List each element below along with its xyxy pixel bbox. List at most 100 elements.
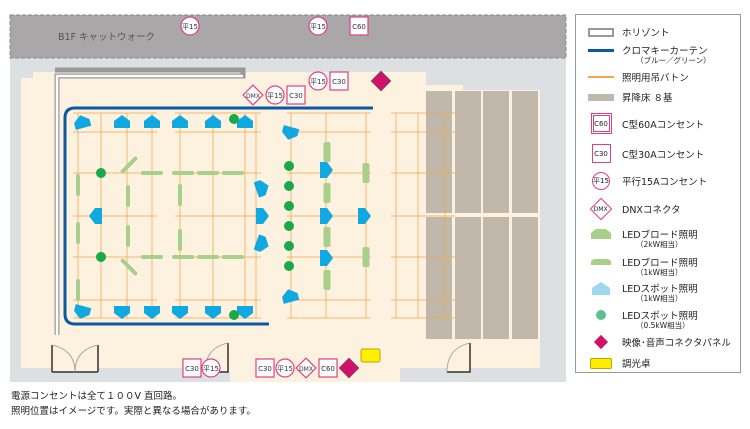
led-broad (76, 222, 80, 244)
led-spot-1kw (282, 125, 300, 140)
spot-05kw-icon (596, 310, 606, 320)
socket-label: DMX (299, 366, 313, 373)
socket-c30[interactable]: C30 (286, 85, 306, 105)
lift-floor (455, 217, 481, 339)
socket-shape (318, 358, 338, 378)
led-spot-05kw (284, 221, 294, 231)
socket-label: C30 (332, 78, 346, 86)
led-spot-05kw (284, 181, 294, 191)
socket-h15[interactable]: 平15 (201, 358, 221, 378)
legend-panel: 映像･音声コネクタパネル (588, 334, 731, 350)
socket-c30[interactable]: C30 (182, 358, 202, 378)
c60-icon: C60 (590, 113, 612, 134)
c30-icon: C30 (591, 144, 611, 163)
legend-spot05: LEDスポット照明（0.5kW相当） (588, 308, 698, 330)
led-broad (323, 227, 331, 247)
socket-c30[interactable]: C30 (255, 358, 275, 378)
led-spot-05kw (284, 261, 294, 271)
chroma-key-curtain (63, 106, 373, 326)
legend-broad1: LEDブロード照明（1kW相当） (588, 255, 698, 277)
note-lighting: 照明位置はイメージです。実際と異なる場合があります。 (11, 406, 256, 417)
led-broad (120, 156, 138, 174)
door (447, 343, 471, 373)
socket-h15[interactable]: 平15 (275, 358, 295, 378)
lift-floor (426, 217, 452, 339)
socket-shape (329, 71, 349, 91)
socket-shape (242, 84, 264, 106)
socket-c60[interactable]: C60 (349, 16, 369, 36)
legend-console: 調光卓 (588, 356, 651, 370)
led-broad (323, 142, 331, 162)
socket-shape (182, 358, 202, 378)
socket-label: C30 (185, 365, 199, 373)
socket-label: 平15 (203, 365, 219, 373)
socket-shape (349, 16, 369, 36)
h15-icon: 平15 (592, 172, 610, 190)
socket-label: C60 (321, 365, 335, 373)
socket-c60[interactable]: C60 (318, 358, 338, 378)
led-broad (126, 185, 130, 207)
led-broad (76, 279, 80, 301)
led-spot-1kw (172, 115, 188, 128)
socket-h15[interactable]: 平15 (308, 71, 328, 91)
catwalk (9, 14, 567, 59)
door-swing (446, 342, 471, 373)
dmx-icon: DMX (589, 197, 613, 221)
curtain-icon (588, 48, 614, 52)
socket-label: C60 (352, 23, 366, 31)
led-spot-1kw (205, 115, 221, 128)
note-power: 電源コンセントは全て１００V 直回路。 (11, 391, 183, 402)
legend-spot1: LEDスポット照明（1kW相当） (588, 281, 698, 303)
socket-dmx[interactable]: DMX (242, 84, 264, 106)
legend-chroma: クロマキーカーテン（ブルー／グリーン） (588, 43, 711, 65)
led-broad (178, 229, 182, 251)
led-spot-1kw (89, 208, 102, 224)
led-broad (197, 255, 219, 259)
panel-icon (593, 334, 609, 350)
stage-floor (21, 72, 540, 382)
led-broad (172, 171, 194, 175)
lift-floor (512, 217, 538, 339)
av-connector-panel[interactable] (370, 70, 392, 92)
led-spot-05kw (96, 252, 106, 262)
socket-h15[interactable]: 平15 (265, 85, 285, 105)
led-spot-1kw (114, 115, 130, 128)
spot-1kw-icon (592, 281, 610, 295)
led-spot-1kw (172, 306, 188, 319)
legend: ホリゾント クロマキーカーテン（ブルー／グリーン） 照明用吊バトン 昇降床 ８基… (575, 14, 741, 373)
socket-shape (308, 71, 328, 91)
socket-dmx[interactable]: DMX (295, 357, 317, 379)
led-spot-1kw (256, 208, 269, 224)
socket-shape (295, 357, 317, 379)
av-connector-panel[interactable] (338, 357, 360, 379)
led-broad (222, 255, 244, 259)
legend-horizont: ホリゾント (588, 25, 670, 39)
door-swing (51, 344, 99, 373)
socket-c30[interactable]: C30 (329, 71, 349, 91)
led-spot-05kw (284, 241, 294, 251)
lighting-console[interactable] (360, 348, 381, 363)
led-broad (141, 171, 163, 175)
led-spot-1kw (320, 250, 333, 266)
led-spot-1kw (74, 115, 92, 130)
socket-h15[interactable]: 平15 (180, 16, 200, 36)
led-spot-05kw (96, 168, 106, 178)
led-broad (172, 255, 194, 259)
led-spot-1kw (144, 115, 160, 128)
socket-shape (255, 358, 275, 378)
led-broad (222, 171, 244, 175)
lift-floor (512, 91, 538, 213)
socket-label: 平15 (182, 23, 198, 31)
socket-label: 平15 (310, 78, 326, 86)
led-broad (120, 258, 138, 276)
led-broad (323, 270, 331, 290)
socket-h15[interactable]: 平15 (308, 16, 328, 36)
doors (51, 342, 471, 373)
led-spot-05kw (284, 161, 294, 171)
led-spot-1kw (144, 306, 160, 319)
